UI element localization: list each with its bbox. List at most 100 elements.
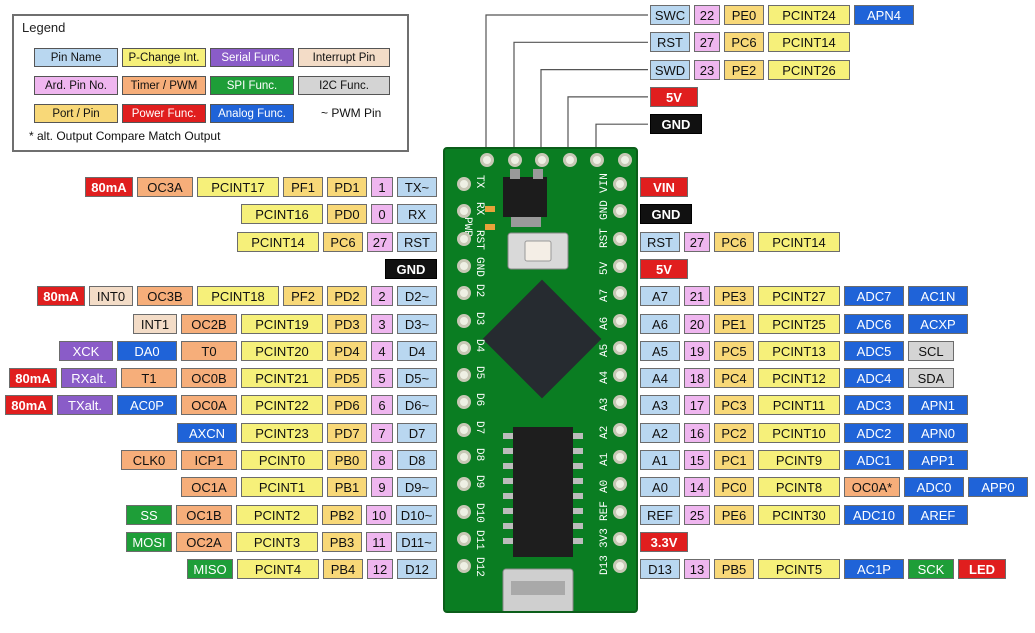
silk-label-left: D4 (473, 338, 485, 352)
right-pin-label: A5 (640, 340, 680, 361)
silk-label-right: A1 (599, 452, 611, 466)
left-pin-label: OC2B (181, 313, 237, 334)
left-pin-label: OC3A (137, 177, 193, 197)
silk-label-left: D10 (473, 502, 485, 523)
left-pin-label: AXCN (177, 422, 237, 443)
left-pin-label: PB1 (327, 477, 367, 498)
right-pin-label: ADC4 (844, 368, 904, 389)
right-pin-label: PCINT5 (758, 559, 840, 580)
silk-label-left: D11 (473, 529, 485, 550)
mcu-chip (482, 279, 602, 399)
right-pin-label: AC1N (908, 286, 968, 307)
right-pin-label: PC3 (714, 395, 754, 416)
legend-item-p-change-int: P-Change Int. (122, 48, 206, 67)
header-pin-hole (562, 153, 577, 167)
right-pin-label: PCINT13 (758, 340, 840, 361)
right-pin-label: ADC0 (904, 477, 964, 498)
header-pin-hole (535, 153, 549, 167)
top-pin-label: PE2 (724, 59, 764, 80)
left-pin-label: PD3 (327, 313, 367, 334)
silk-label-left: GND (473, 256, 485, 277)
top-pin-label: APN4 (854, 5, 914, 25)
right-pin-label: 15 (684, 450, 710, 470)
header-pin-hole (613, 177, 627, 191)
header-pin-hole (457, 313, 471, 328)
right-pin-label: PCINT8 (758, 477, 840, 498)
right-pin-label: AC1P (844, 559, 904, 580)
right-pin-label: ADC3 (844, 395, 904, 416)
left-pin-label: MOSI (126, 531, 172, 552)
legend-item-ard-pin-no: Ard. Pin No. (34, 76, 118, 95)
right-pin-label: PE1 (714, 313, 754, 334)
left-pin-label: ICP1 (181, 450, 237, 470)
top-pin-label: 5V (650, 86, 698, 107)
left-pin-label: 80mA (5, 395, 53, 416)
header-pin-hole (613, 559, 627, 574)
header-pin-hole (613, 340, 627, 355)
right-pin-label: SDA (908, 368, 954, 389)
silk-label-left: TX (473, 175, 485, 189)
top-pin-label: GND (650, 114, 702, 135)
right-pin-label: ADC7 (844, 286, 904, 307)
right-pin-label: AREF (908, 504, 968, 525)
header-pin-hole (457, 531, 471, 546)
left-pin-label: 9 (371, 477, 393, 498)
right-pin-label: 13 (684, 559, 710, 580)
left-pin-label: PC6 (323, 231, 363, 252)
left-pin-label: RST (397, 231, 437, 252)
top-pin-label: 23 (694, 59, 720, 80)
top-pin-label: PCINT26 (768, 59, 850, 80)
left-pin-label: 11 (366, 531, 392, 552)
top-pin-wire (595, 123, 648, 153)
header-pin-hole (613, 368, 627, 383)
header-pin-hole (457, 231, 471, 246)
left-pin-label: XCK (59, 340, 113, 361)
header-pin-hole (480, 153, 494, 167)
left-pin-label: TXalt. (57, 395, 113, 416)
voltage-regulator (503, 177, 547, 217)
left-pin-label: OC3B (137, 286, 193, 307)
left-pin-label: AC0P (117, 395, 177, 416)
top-pin-label: 27 (694, 32, 720, 53)
right-pin-label: D13 (640, 559, 680, 580)
right-pin-label: PCINT12 (758, 368, 840, 389)
silk-label-right: D13 (599, 555, 611, 576)
silk-label-right: A3 (599, 398, 611, 412)
right-pin-label: ADC1 (844, 450, 904, 470)
silk-label-left: D5 (473, 366, 485, 380)
right-pin-label: 19 (684, 340, 710, 361)
right-pin-label: REF (640, 504, 680, 525)
right-pin-label: ADC10 (844, 504, 904, 525)
left-pin-label: 4 (371, 340, 393, 361)
right-pin-label: 14 (684, 477, 710, 498)
right-pin-label: 16 (684, 422, 710, 443)
right-pin-label: 3.3V (640, 531, 688, 552)
right-pin-label: LED (958, 559, 1006, 580)
right-pin-label: ADC2 (844, 422, 904, 443)
header-pin-hole (457, 340, 471, 355)
legend-item-interrupt-pin: Interrupt Pin (298, 48, 390, 67)
top-pin-label: SWC (650, 5, 690, 25)
header-pin-hole (457, 477, 471, 492)
top-pin-label: 22 (694, 5, 720, 25)
silk-label-left: RX (473, 202, 485, 216)
silk-label-right: VIN (599, 173, 611, 193)
legend-item-i2c-func: I2C Func. (298, 76, 390, 95)
header-pin-hole (457, 504, 471, 519)
left-pin-label: T1 (121, 368, 177, 389)
left-pin-label: PB3 (322, 531, 362, 552)
left-pin-label: D9~ (397, 477, 437, 498)
right-pin-label: PCINT30 (758, 504, 840, 525)
right-pin-label: PCINT11 (758, 395, 840, 416)
right-pin-label: PC1 (714, 450, 754, 470)
left-pin-label: D7 (397, 422, 437, 443)
left-pin-label: PF2 (283, 286, 323, 307)
header-pin-hole (457, 258, 471, 273)
header-pin-hole (457, 177, 471, 191)
left-pin-label: PCINT17 (197, 177, 279, 197)
top-pin-wire (567, 96, 648, 153)
header-pin-hole (613, 395, 627, 410)
right-pin-label: 5V (640, 258, 688, 279)
